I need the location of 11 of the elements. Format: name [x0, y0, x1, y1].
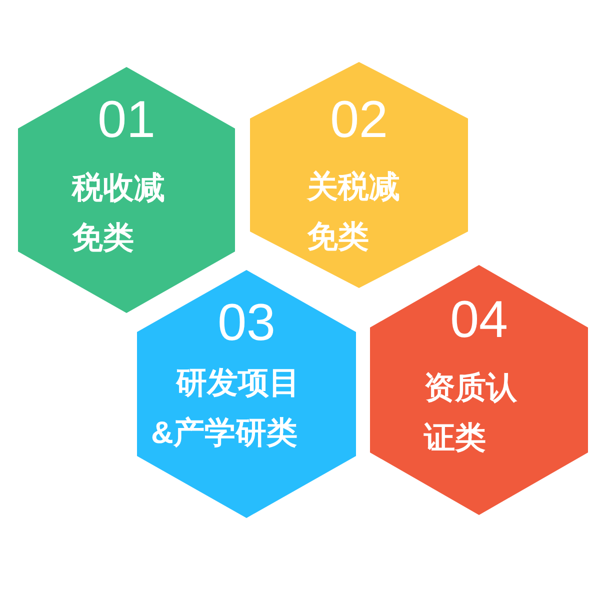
hexagon-box — [137, 270, 356, 518]
category-text: 资质认证类 — [424, 369, 518, 457]
category-text: 研发项目&产学研类 — [151, 364, 301, 452]
number-label: 04 — [450, 292, 508, 348]
category-text: 关税减免类 — [307, 168, 401, 256]
number-label: 02 — [330, 92, 388, 148]
number-label: 01 — [98, 92, 156, 148]
hexagon-box — [370, 265, 588, 515]
category-text: 税收减免类 — [72, 169, 166, 257]
hexagon-box — [250, 62, 468, 288]
number-label: 03 — [218, 295, 276, 351]
